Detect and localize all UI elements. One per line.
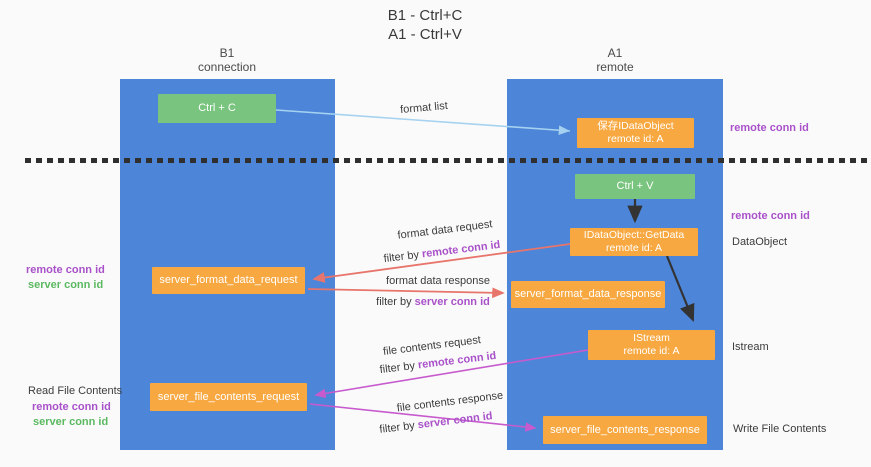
save-idataobject-box: 保存IDataObject remote id: A [577, 118, 694, 148]
write-file-contents-label: Write File Contents [733, 423, 827, 435]
remote-conn-id-text: remote conn id [421, 238, 501, 261]
title-line-2: A1 - Ctrl+V [388, 26, 462, 43]
title-line-1: B1 - Ctrl+C [387, 7, 463, 24]
save-idataobject-line2: remote id: A [607, 133, 664, 145]
format-list-label: format list [399, 99, 449, 117]
filter-by-text: filter by [376, 296, 415, 308]
idataobject-getdata-box: IDataObject::GetData remote id: A [570, 228, 698, 256]
server-format-data-request-box: server_format_data_request [152, 267, 305, 294]
filter-by-remote-conn-id-label-1: filter by remote conn id [383, 239, 501, 265]
phase-separator-dashed-line [25, 158, 871, 163]
left-server-conn-id-label-1: server conn id [28, 279, 104, 291]
filter-by-text: filter by [379, 359, 419, 377]
left-column-subtitle: connection [197, 60, 257, 74]
right-column-header: A1 remote [535, 46, 695, 74]
getdata-line1: IDataObject::GetData [583, 229, 685, 241]
format-data-response-arrow [307, 287, 505, 299]
server-file-contents-response-box: server_file_contents_response [543, 416, 707, 444]
istream-side-label: Istream [732, 341, 769, 353]
istream-box: IStream remote id: A [588, 330, 715, 360]
server-file-contents-request-box: server_file_contents_request [150, 383, 307, 411]
left-remote-conn-id-label-1: remote conn id [26, 264, 105, 276]
left-column-name: B1 [219, 46, 235, 60]
format-data-request-label: format data request [396, 218, 494, 242]
getdata-line2: remote id: A [605, 242, 663, 254]
right-remote-conn-id-label-1: remote conn id [730, 122, 809, 134]
filter-by-server-conn-id-label-2: filter by server conn id [379, 410, 493, 436]
server-format-data-request-label: server_format_data_request [159, 274, 298, 286]
left-column-header: B1 connection [147, 46, 307, 74]
ctrl-c-label: Ctrl + C [198, 102, 236, 114]
right-column-subtitle: remote [596, 60, 634, 74]
dataobject-label: DataObject [732, 236, 788, 248]
filter-by-text: filter by [378, 419, 419, 436]
filter-by-server-conn-id-label-1: filter by server conn id [376, 296, 490, 308]
ctrl-v-label: Ctrl + V [616, 180, 654, 192]
save-idataobject-line1: 保存IDataObject [597, 120, 674, 132]
istream-line2: remote id: A [623, 345, 680, 357]
diagram-title: B1 - Ctrl+C A1 - Ctrl+V [388, 6, 463, 44]
left-server-conn-id-label-2: server conn id [33, 416, 109, 428]
server-format-data-response-label: server_format_data_response [514, 288, 662, 300]
server-conn-id-text: server conn id [414, 296, 490, 308]
ctrl-c-box: Ctrl + C [158, 94, 276, 123]
filter-by-text: filter by [383, 248, 423, 266]
istream-line1: IStream [633, 332, 670, 344]
server-conn-id-text: server conn id [417, 410, 494, 432]
remote-conn-id-text: remote conn id [417, 349, 497, 372]
left-remote-conn-id-label-2: remote conn id [32, 401, 111, 413]
right-column-name: A1 [607, 46, 623, 60]
format-data-response-label: format data response [386, 275, 490, 287]
right-remote-conn-id-label-2: remote conn id [731, 210, 810, 222]
server-file-contents-response-label: server_file_contents_response [550, 423, 700, 436]
read-file-contents-label: Read File Contents [28, 385, 123, 397]
ctrl-v-box: Ctrl + V [575, 174, 695, 199]
server-format-data-response-box: server_format_data_response [511, 281, 665, 308]
server-file-contents-request-label: server_file_contents_request [157, 390, 300, 403]
